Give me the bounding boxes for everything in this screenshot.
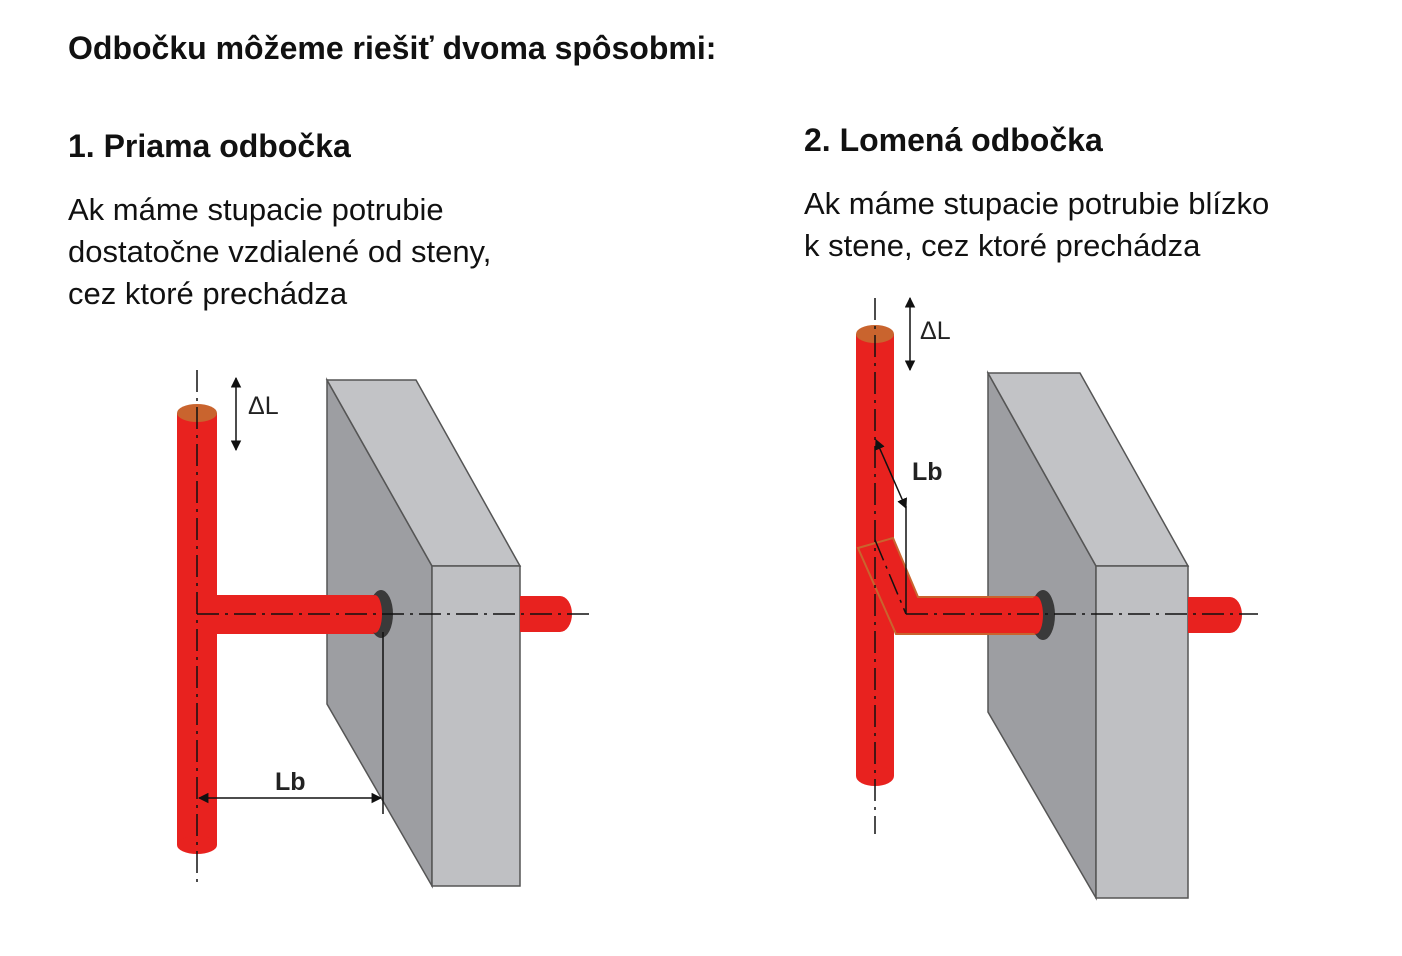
outlet-pipe-right [1188,597,1242,633]
branch-length-dimension-left: Lb [197,632,384,814]
direct-branch-desc-line: cez ktoré prechádza [68,276,348,311]
wall-right [986,370,1190,901]
direct-branch-diagram: ΔL Lb [177,370,590,889]
angled-branch-desc-line: Ak máme stupacie potrubie blízko [804,186,1270,221]
delta-l-label: ΔL [920,317,951,345]
lb-label: Lb [275,768,306,796]
center-lines-left [196,370,590,884]
angled-branch-pipe [856,536,1055,640]
angled-branch-title: 2. Lomená odbočka [804,122,1103,158]
angled-branch-diagram: ΔL Lb [856,296,1258,901]
direct-branch-desc-line: Ak máme stupacie potrubie [68,192,444,227]
angled-branch-description: Ak máme stupacie potrubie blízko k stene… [804,183,1269,267]
direct-branch-desc-line: dostatočne vzdialené od steny, [68,234,492,269]
angled-branch-desc-line: k stene, cez ktoré prechádza [804,228,1201,263]
page-heading: Odbočku môžeme riešiť dvoma spôsobmi: [68,30,717,66]
center-lines-right [874,298,1258,834]
branch-length-dimension-right: Lb [875,439,943,614]
wall-left-front [431,565,521,887]
expansion-dimension-right: ΔL [904,296,951,372]
wall-right-front [1095,565,1189,899]
pipe-cap [856,325,894,343]
direct-branch-description: Ak máme stupacie potrubie dostatočne vzd… [68,189,491,315]
direct-branch-title: 1. Priama odbočka [68,128,351,164]
lb-label: Lb [912,458,943,486]
expansion-dimension-left: ΔL [230,376,279,452]
delta-l-label: ΔL [248,392,279,420]
